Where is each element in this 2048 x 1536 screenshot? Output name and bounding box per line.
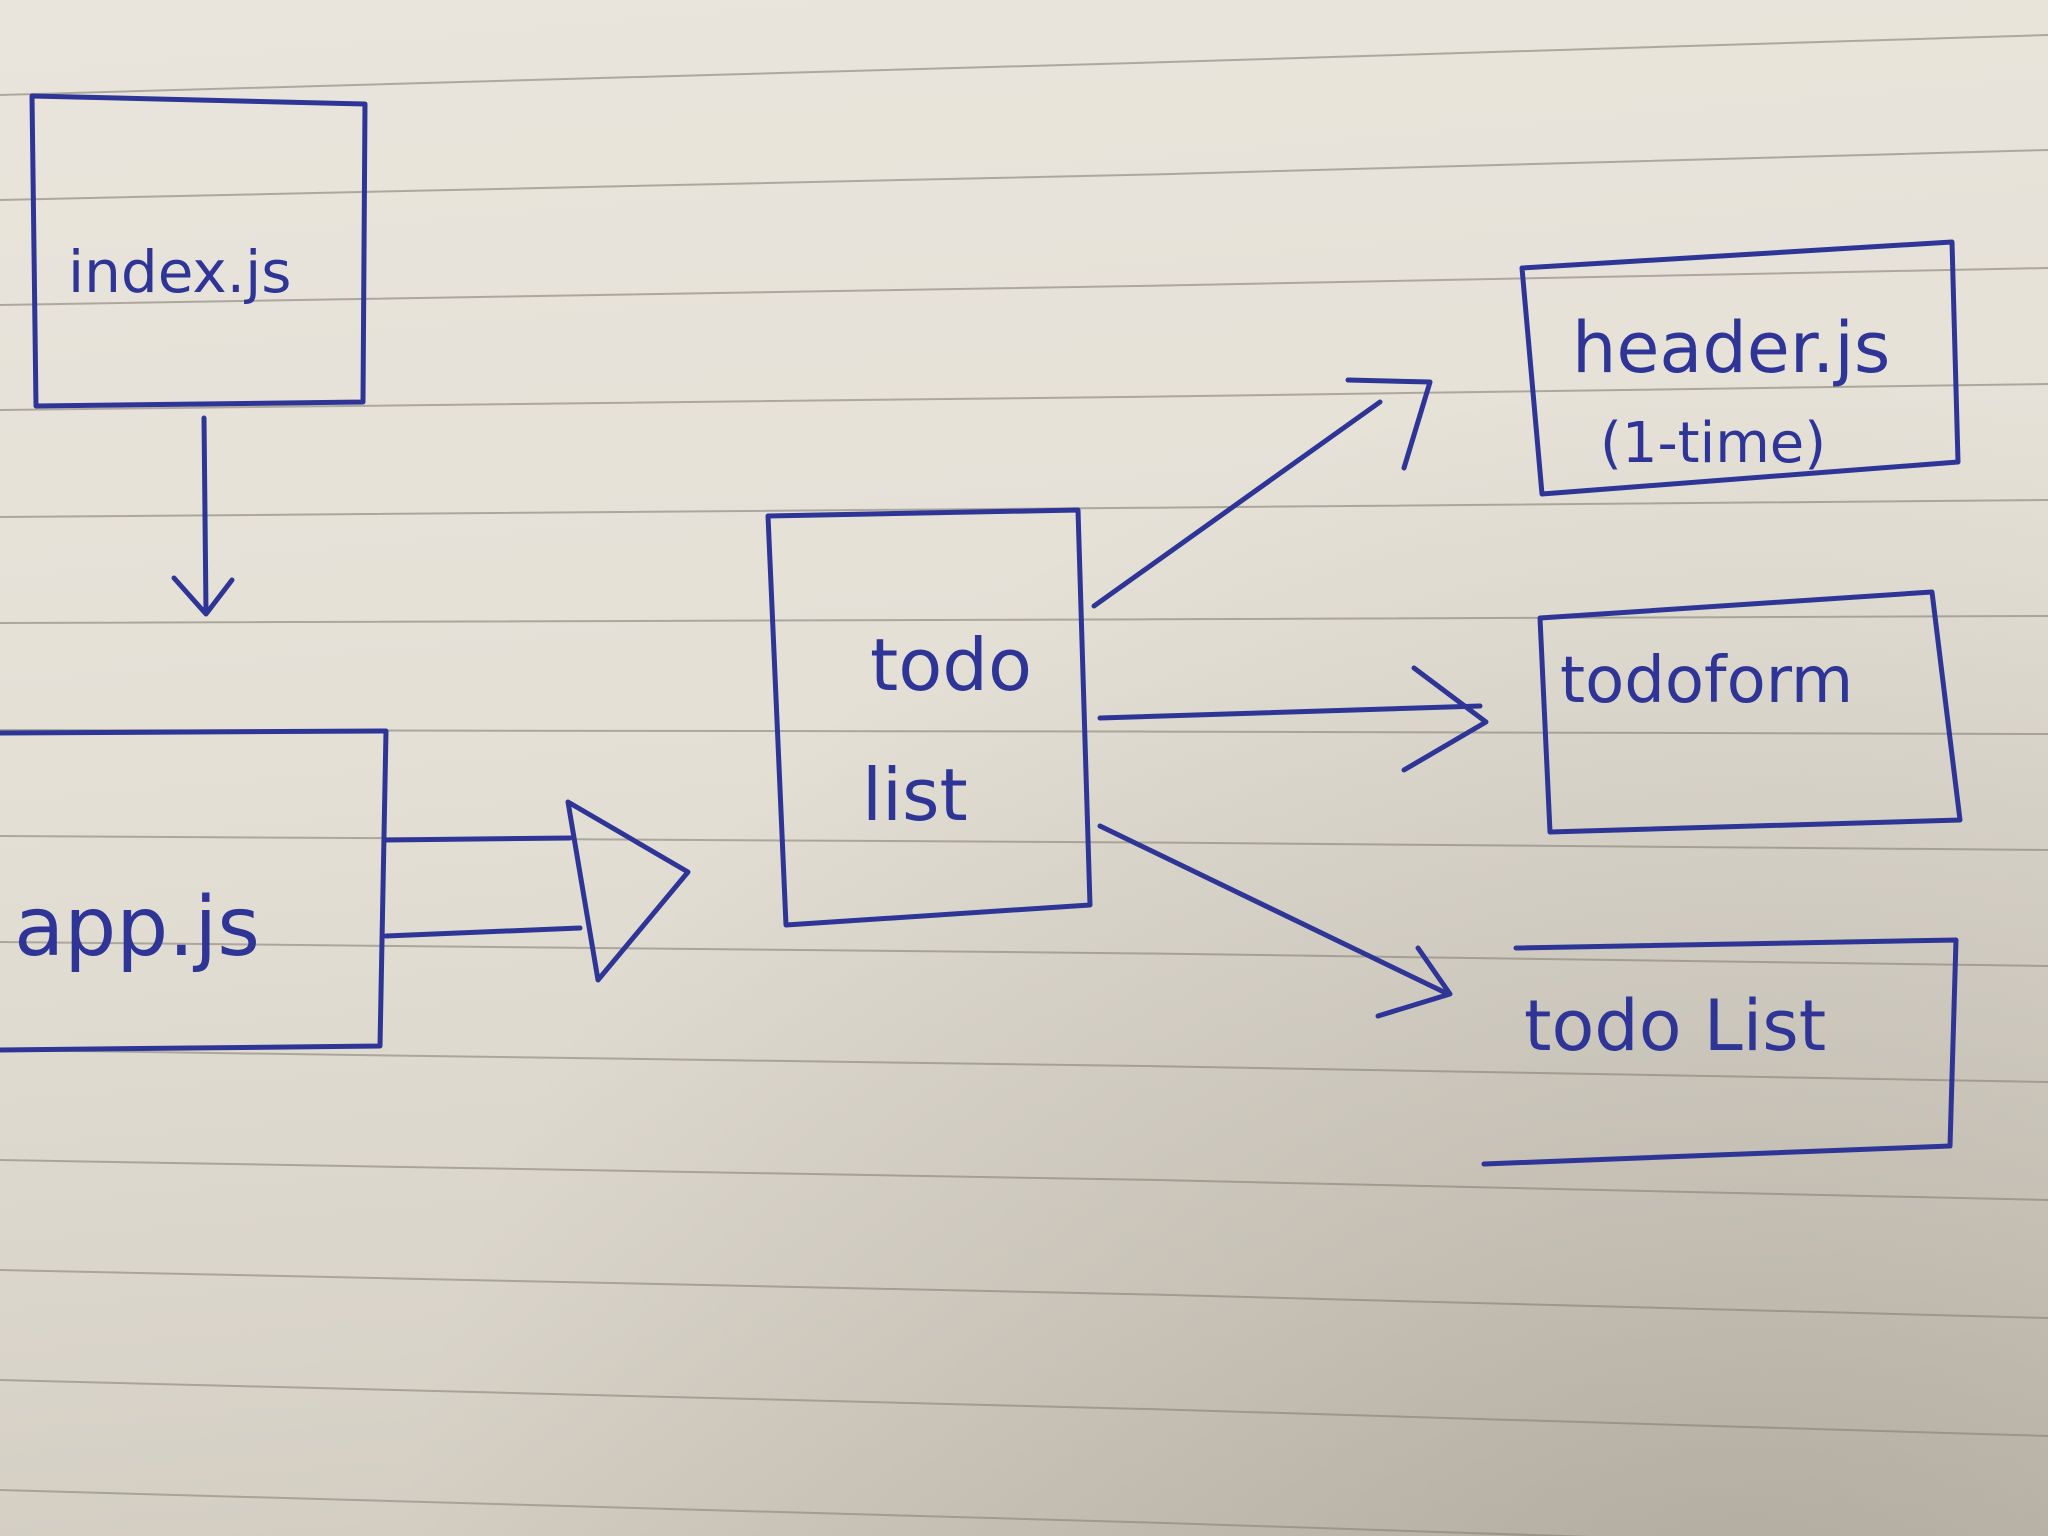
node-todo-list-main-box xyxy=(765,507,1093,928)
node-header-js-sublabel: (1-time) xyxy=(1600,411,1826,476)
node-app-js: app.js xyxy=(0,728,389,1053)
edge-app-to-todolist xyxy=(383,799,691,983)
node-todo-list-main-label: todo xyxy=(870,623,1032,707)
node-todoform-label: todoform xyxy=(1560,644,1853,718)
edge-todolist-to-todoform-line xyxy=(1097,703,1483,721)
node-todo-list-main: todo list xyxy=(765,507,1093,928)
edge-todolist-to-header-head xyxy=(1345,377,1433,471)
node-todo-list-child-box xyxy=(1481,937,1959,1167)
edge-todolist-to-header xyxy=(1091,377,1433,609)
edge-todolist-to-child xyxy=(1097,823,1453,1019)
edge-todolist-to-header-line xyxy=(1091,399,1383,609)
edge-todolist-to-child-head xyxy=(1375,945,1453,1019)
edge-app-to-todolist-shaft-top xyxy=(383,835,573,843)
node-todoform-box xyxy=(1537,589,1963,835)
edge-app-to-todolist-head xyxy=(565,799,691,983)
node-index-js: index.js xyxy=(29,93,368,409)
edge-todolist-to-todoform xyxy=(1097,665,1489,773)
edge-index-to-app-head xyxy=(171,575,235,617)
node-header-js: header.js (1-time) xyxy=(1519,239,1961,497)
edge-index-to-app xyxy=(171,415,235,617)
edge-index-to-app-line xyxy=(201,415,209,615)
node-index-js-label: index.js xyxy=(68,238,291,306)
node-header-js-box xyxy=(1519,239,1961,497)
node-todo-list-child-label: todo List xyxy=(1524,985,1826,1067)
node-header-js-label: header.js xyxy=(1572,307,1890,389)
node-index-js-box xyxy=(29,93,368,409)
node-todo-list-main-sublabel: list xyxy=(862,753,968,837)
node-app-js-box xyxy=(0,728,389,1053)
node-app-js-label: app.js xyxy=(14,880,260,975)
edge-app-to-todolist-shaft-bottom xyxy=(383,925,583,939)
edge-todolist-to-child-line xyxy=(1097,823,1451,997)
node-todo-list-child: todo List xyxy=(1481,937,1959,1167)
node-todoform: todoform xyxy=(1537,589,1963,835)
edge-todolist-to-todoform-head xyxy=(1401,665,1489,773)
